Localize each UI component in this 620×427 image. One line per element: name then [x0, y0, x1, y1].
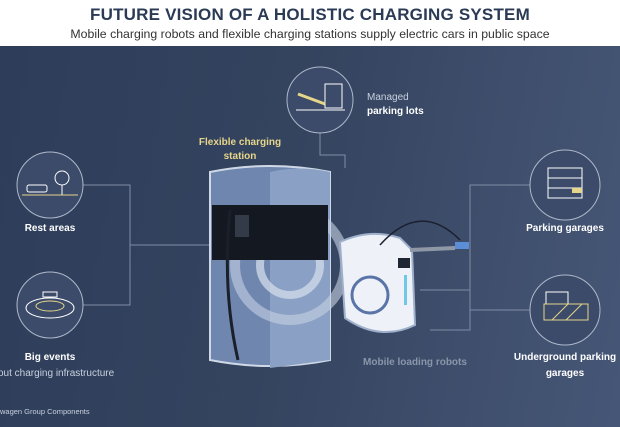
page-title: FUTURE VISION OF A HOLISTIC CHARGING SYS… — [90, 5, 530, 24]
header: FUTURE VISION OF A HOLISTIC CHARGING SYS… — [0, 0, 620, 46]
label-robots: Mobile loading robots — [363, 357, 467, 368]
label-parking-lots: parking lots — [367, 106, 424, 117]
label-managed: Managed — [367, 92, 409, 103]
label-underground-1: Underground parking — [513, 352, 617, 363]
mobile-robot-illustration — [338, 220, 469, 334]
label-big-events: Big events — [24, 352, 76, 363]
underground-garage-icon — [529, 274, 601, 346]
rest-areas-icon — [16, 151, 84, 219]
big-events-icon — [16, 271, 84, 339]
label-underground-2: garages — [545, 368, 585, 379]
diagram-art — [16, 66, 601, 368]
connector-lines — [80, 133, 535, 331]
footer-credit: wagen Group Components — [0, 407, 90, 416]
label-flexible-2: station — [223, 151, 257, 162]
label-big-events-sub: out charging infrastructure — [0, 368, 115, 379]
diagram-canvas: Rest areas Big events out charging infra… — [0, 46, 620, 427]
label-rest-areas: Rest areas — [24, 223, 76, 234]
label-flexible-1: Flexible charging — [198, 137, 282, 148]
label-parking-garages: Parking garages — [526, 223, 604, 234]
page-subtitle: Mobile charging robots and flexible char… — [70, 27, 550, 41]
parking-lot-icon — [286, 66, 354, 134]
parking-garage-icon — [529, 149, 601, 221]
charging-station-illustration — [209, 165, 350, 368]
